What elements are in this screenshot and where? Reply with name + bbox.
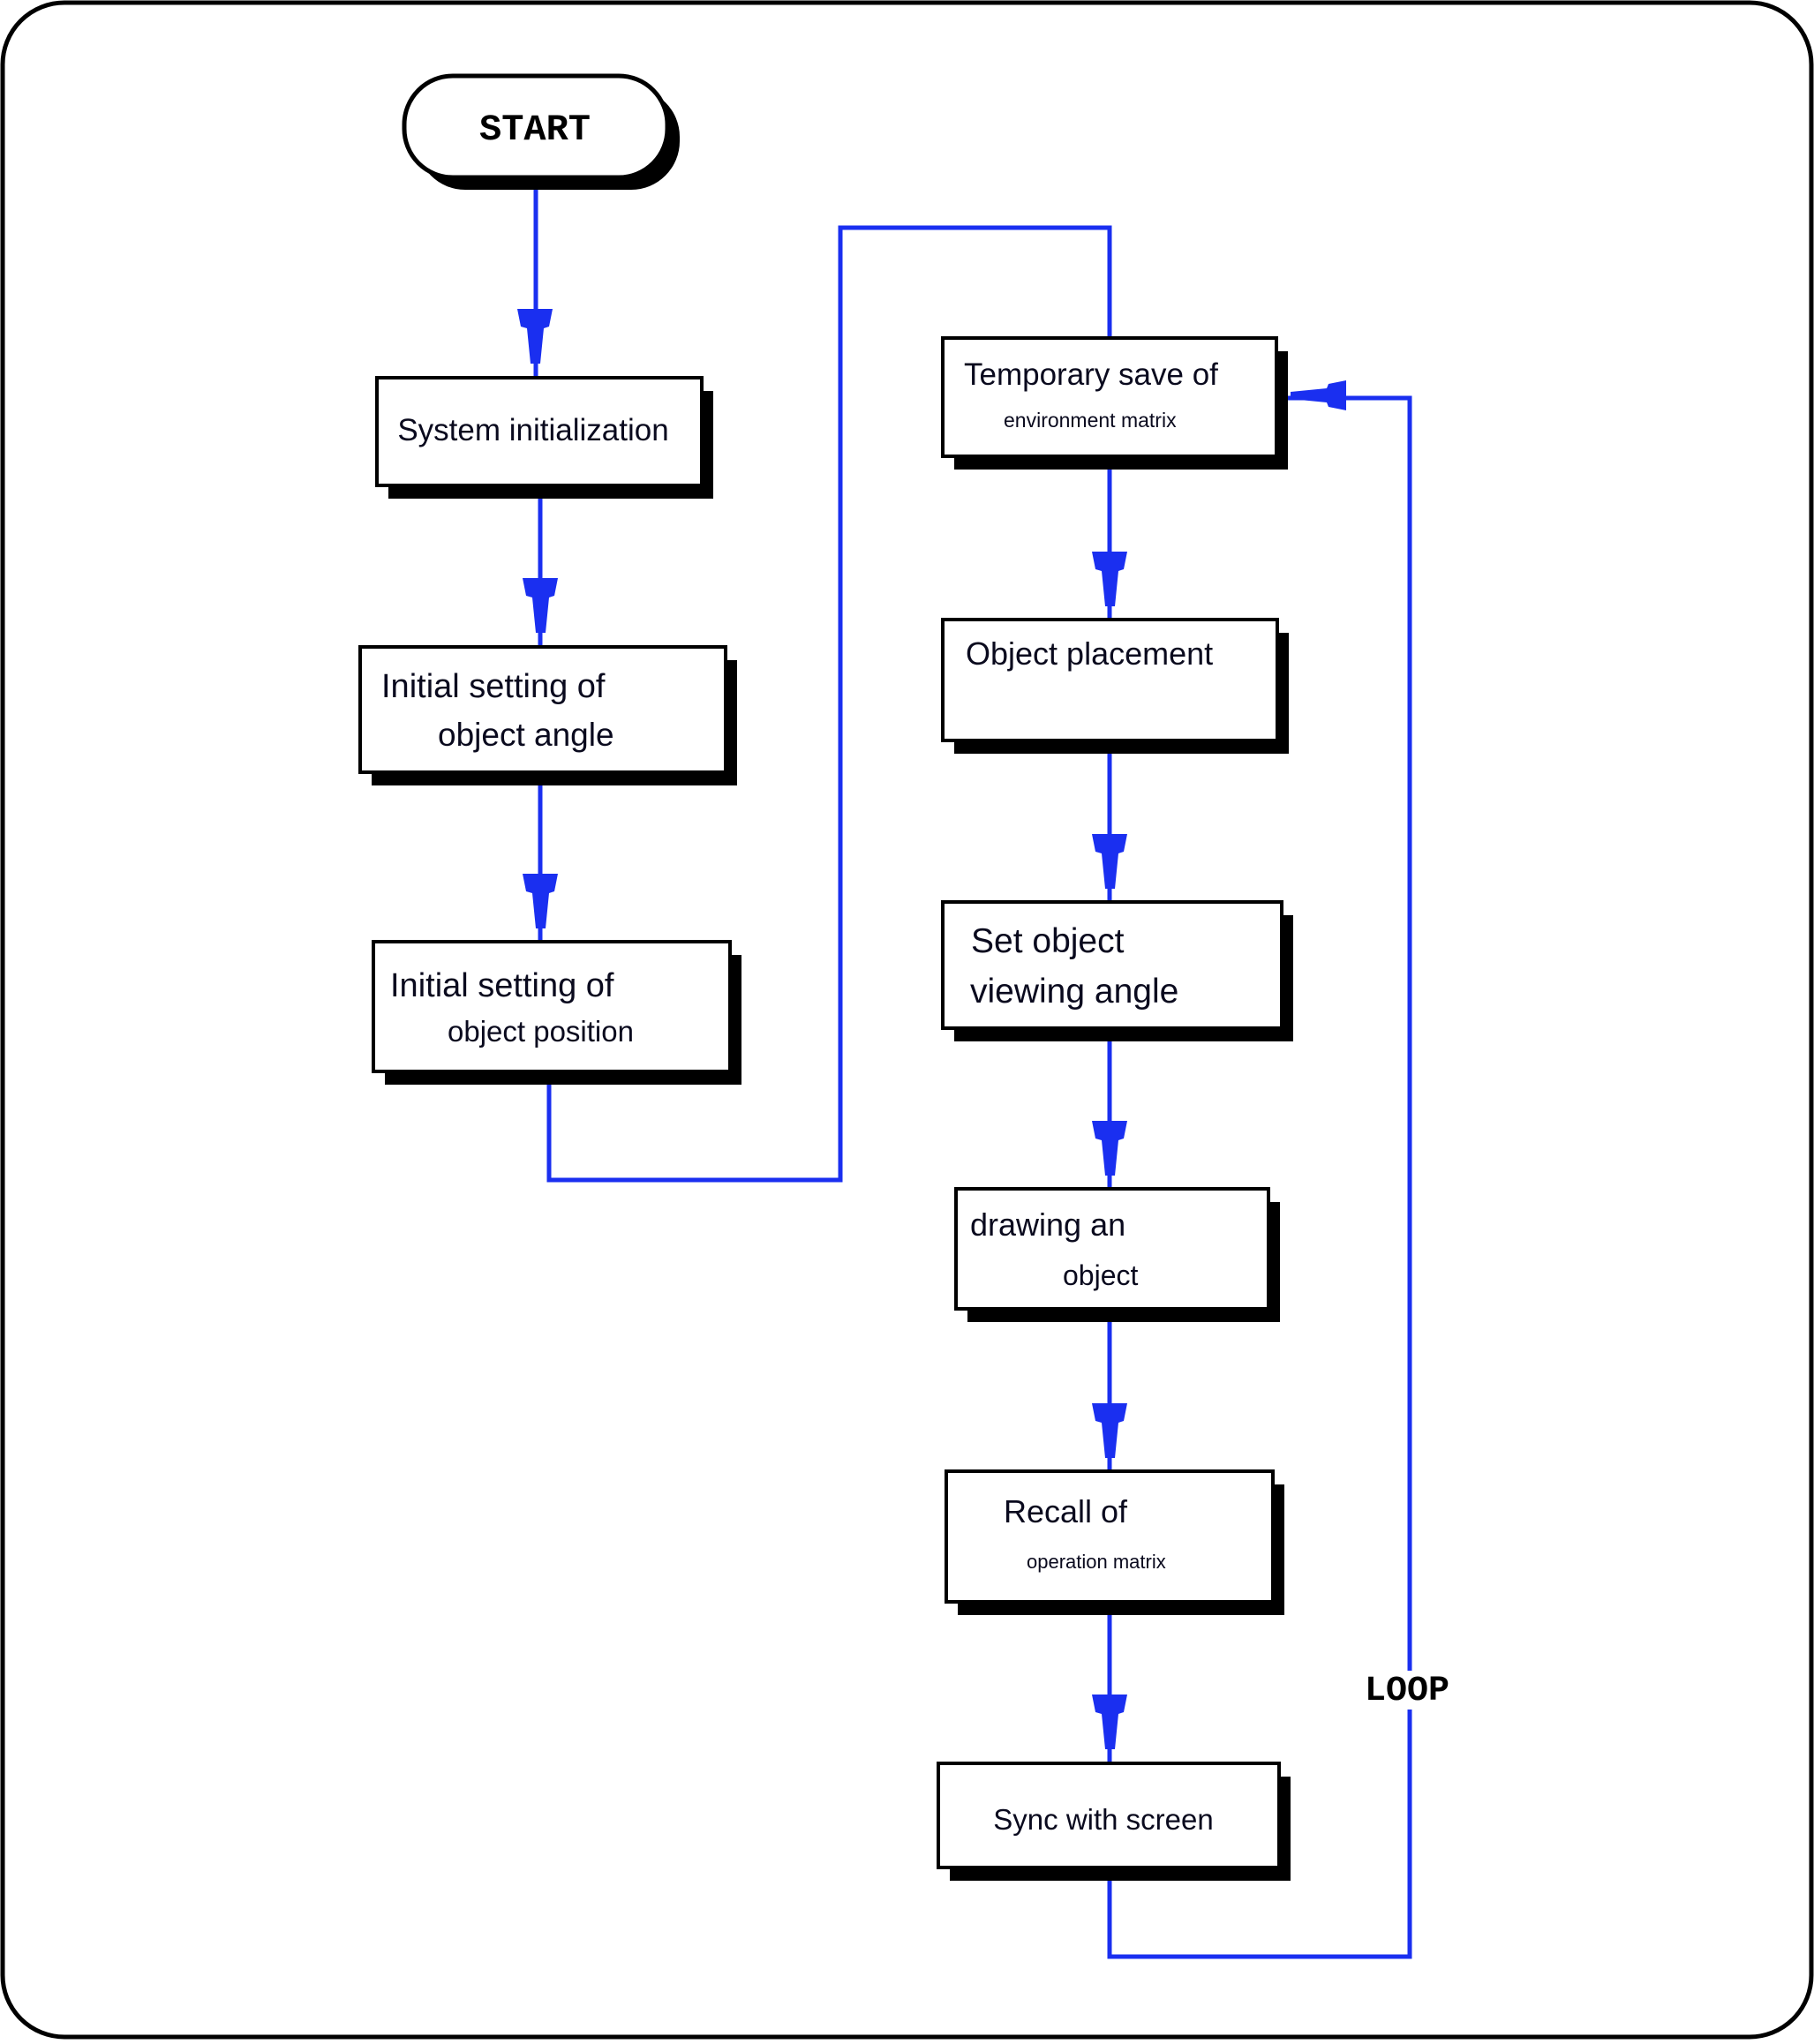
step-system-initialization: System initialization (375, 376, 713, 499)
box-frame (375, 376, 704, 487)
step-label-line1: drawing an (970, 1206, 1125, 1243)
start-label: START (479, 109, 591, 151)
box-frame (937, 1762, 1281, 1869)
step-set-viewing-angle: Set object viewing angle (941, 900, 1293, 1041)
arrow-down-icon (517, 309, 553, 364)
step-label-line1: Sync with screen (993, 1803, 1213, 1836)
arrow-down-icon (1092, 552, 1127, 606)
step-label-line2: object angle (438, 717, 614, 753)
arrow-down-icon (523, 578, 558, 633)
step-label-line2: object position (448, 1015, 634, 1048)
arrow-down-icon (1092, 1121, 1127, 1176)
step-label-line1: Set object (971, 922, 1125, 960)
box-frame (358, 645, 727, 774)
step-label-line1: System initialization (397, 413, 668, 447)
step-label-line1: Temporary save of (964, 357, 1218, 392)
step-temporary-save: Temporary save of environment matrix (941, 336, 1288, 470)
step-label-line1: Recall of (1004, 1493, 1128, 1529)
box-frame (941, 900, 1283, 1030)
box-frame (941, 336, 1278, 458)
step-label-line1: Initial setting of (390, 967, 614, 1004)
box-frame (954, 1187, 1270, 1311)
arrow-down-icon (1092, 1403, 1127, 1458)
box-frame (941, 618, 1279, 742)
step-initial-setting-angle: Initial setting of object angle (358, 645, 737, 785)
arrow-down-icon (1092, 834, 1127, 889)
step-label-line2: viewing angle (970, 973, 1178, 1011)
arrow-left-icon (1291, 380, 1346, 410)
loop-label: LOOP (1365, 1672, 1449, 1711)
step-object-placement: Object placement (941, 618, 1289, 754)
step-drawing-object: drawing an object (954, 1187, 1280, 1322)
arrow-down-icon (1092, 1695, 1127, 1749)
arrow-down-icon (523, 874, 558, 928)
step-recall-operation: Recall of operation matrix (945, 1469, 1284, 1615)
arrowheads (517, 309, 1346, 1749)
box-frame (945, 1469, 1275, 1604)
start-terminator: START (402, 73, 680, 190)
connector-position-to-save (546, 225, 1112, 1183)
start-shape (402, 73, 670, 180)
connector-loop-back (1107, 1710, 1412, 1959)
step-sync-screen: Sync with screen (937, 1762, 1291, 1881)
step-label-line2: environment matrix (1004, 409, 1177, 432)
step-initial-setting-position: Initial setting of object position (372, 940, 741, 1085)
box-frame (372, 940, 732, 1073)
step-label-line2: operation matrix (1027, 1551, 1166, 1573)
step-label-line1: Object placement (966, 635, 1213, 672)
step-label-line1: Initial setting of (381, 668, 606, 705)
step-label-line2: object (1063, 1259, 1139, 1291)
